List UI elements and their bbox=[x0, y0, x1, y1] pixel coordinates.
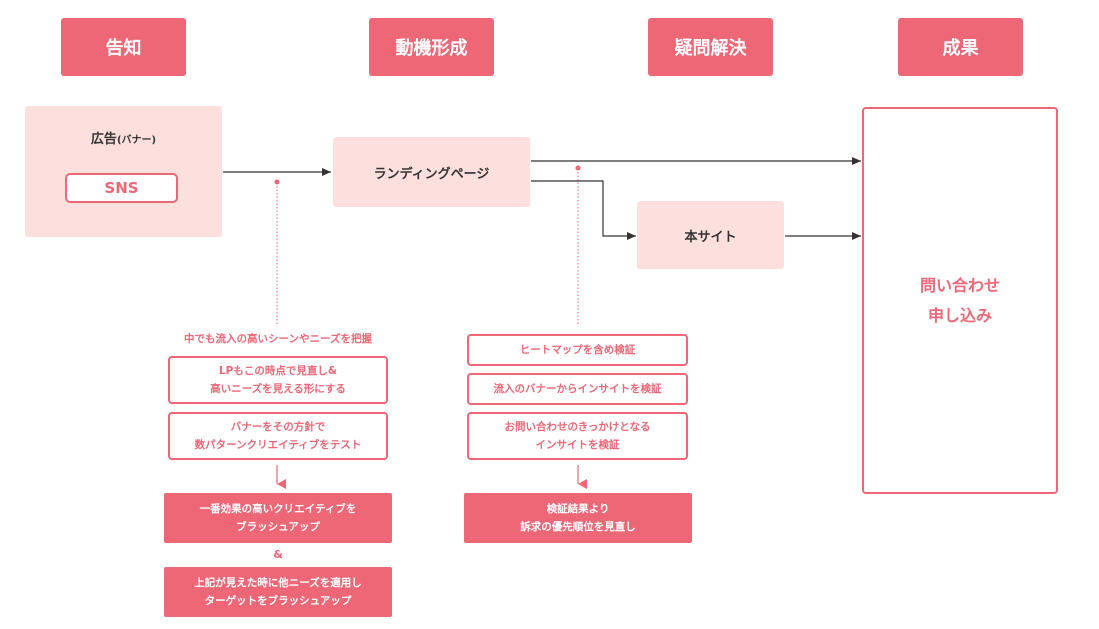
left-action-1-line1: 一番効果の高いクリエイティブを bbox=[199, 503, 357, 515]
main-site-label: 本サイト bbox=[684, 229, 737, 245]
landing-page-box: ランディングページ bbox=[333, 137, 530, 207]
right-note-2-text: 流入のバナーからインサイトを検証 bbox=[493, 383, 662, 395]
result-box: 問い合わせ 申し込み bbox=[862, 107, 1058, 494]
left-note-1-line1: LPもこの時点で見直し& bbox=[218, 365, 338, 377]
left-note-2: バナーをその方針で 数パターンクリエイティブをテスト bbox=[168, 412, 388, 460]
right-note-1-text: ヒートマップを含め検証 bbox=[519, 344, 636, 356]
right-action-1-line2: 訴求の優先順位を見直し bbox=[520, 521, 636, 533]
left-caption: 中でも流入の高いシーンやニーズを把握 bbox=[184, 333, 372, 345]
stage-header-result: 成果 bbox=[898, 18, 1023, 76]
landing-page-label: ランディングページ bbox=[373, 166, 490, 182]
right-note-3: お問い合わせのきっかけとなる インサイトを検証 bbox=[467, 412, 688, 460]
result-line2: 申し込み bbox=[927, 305, 992, 325]
dot-left bbox=[274, 179, 280, 185]
right-note-1: ヒートマップを含め検証 bbox=[467, 334, 688, 366]
right-action-1: 検証結果より 訴求の優先順位を見直し bbox=[464, 493, 692, 543]
ad-box-title: 広告 bbox=[90, 132, 117, 147]
right-note-3-line1: お問い合わせのきっかけとなる bbox=[504, 421, 651, 433]
left-action-1-line2: ブラッシュアップ bbox=[236, 521, 320, 533]
ad-box-title-row: 広告(バナー) bbox=[25, 128, 222, 147]
ad-box: 広告(バナー) SNS bbox=[25, 106, 222, 237]
left-note-2-line2: 数パターンクリエイティブをテスト bbox=[194, 439, 362, 451]
left-action-2: 上記が見えた時に他ニーズを適用し ターゲットをブラッシュアップ bbox=[164, 567, 392, 617]
stage-header-awareness: 告知 bbox=[61, 18, 186, 76]
stage-header-resolution: 疑問解決 bbox=[648, 18, 773, 76]
left-action-2-line1: 上記が見えた時に他ニーズを適用し bbox=[194, 577, 362, 589]
left-note-1-line2: 高いニーズを見える形にする bbox=[210, 383, 346, 395]
right-action-1-line1: 検証結果より bbox=[546, 503, 610, 515]
left-note-1: LPもこの時点で見直し& 高いニーズを見える形にする bbox=[168, 356, 388, 404]
left-action-2-line2: ターゲットをブラッシュアップ bbox=[204, 595, 352, 607]
main-site-box: 本サイト bbox=[637, 201, 784, 269]
left-action-1: 一番効果の高いクリエイティブを ブラッシュアップ bbox=[164, 493, 392, 543]
left-connector: & bbox=[273, 548, 283, 561]
right-note-3-line2: インサイトを検証 bbox=[535, 439, 620, 451]
dot-right bbox=[575, 165, 581, 171]
sns-box: SNS bbox=[65, 173, 178, 203]
arrow-lp-to-site bbox=[531, 180, 636, 240]
result-line1: 問い合わせ bbox=[919, 275, 1000, 295]
right-note-2: 流入のバナーからインサイトを検証 bbox=[467, 373, 688, 405]
stage-header-motivation: 動機形成 bbox=[369, 18, 494, 76]
sns-label: SNS bbox=[104, 179, 139, 197]
left-note-2-line1: バナーをその方針で bbox=[230, 421, 326, 433]
ad-box-title-sub: (バナー) bbox=[116, 135, 157, 146]
